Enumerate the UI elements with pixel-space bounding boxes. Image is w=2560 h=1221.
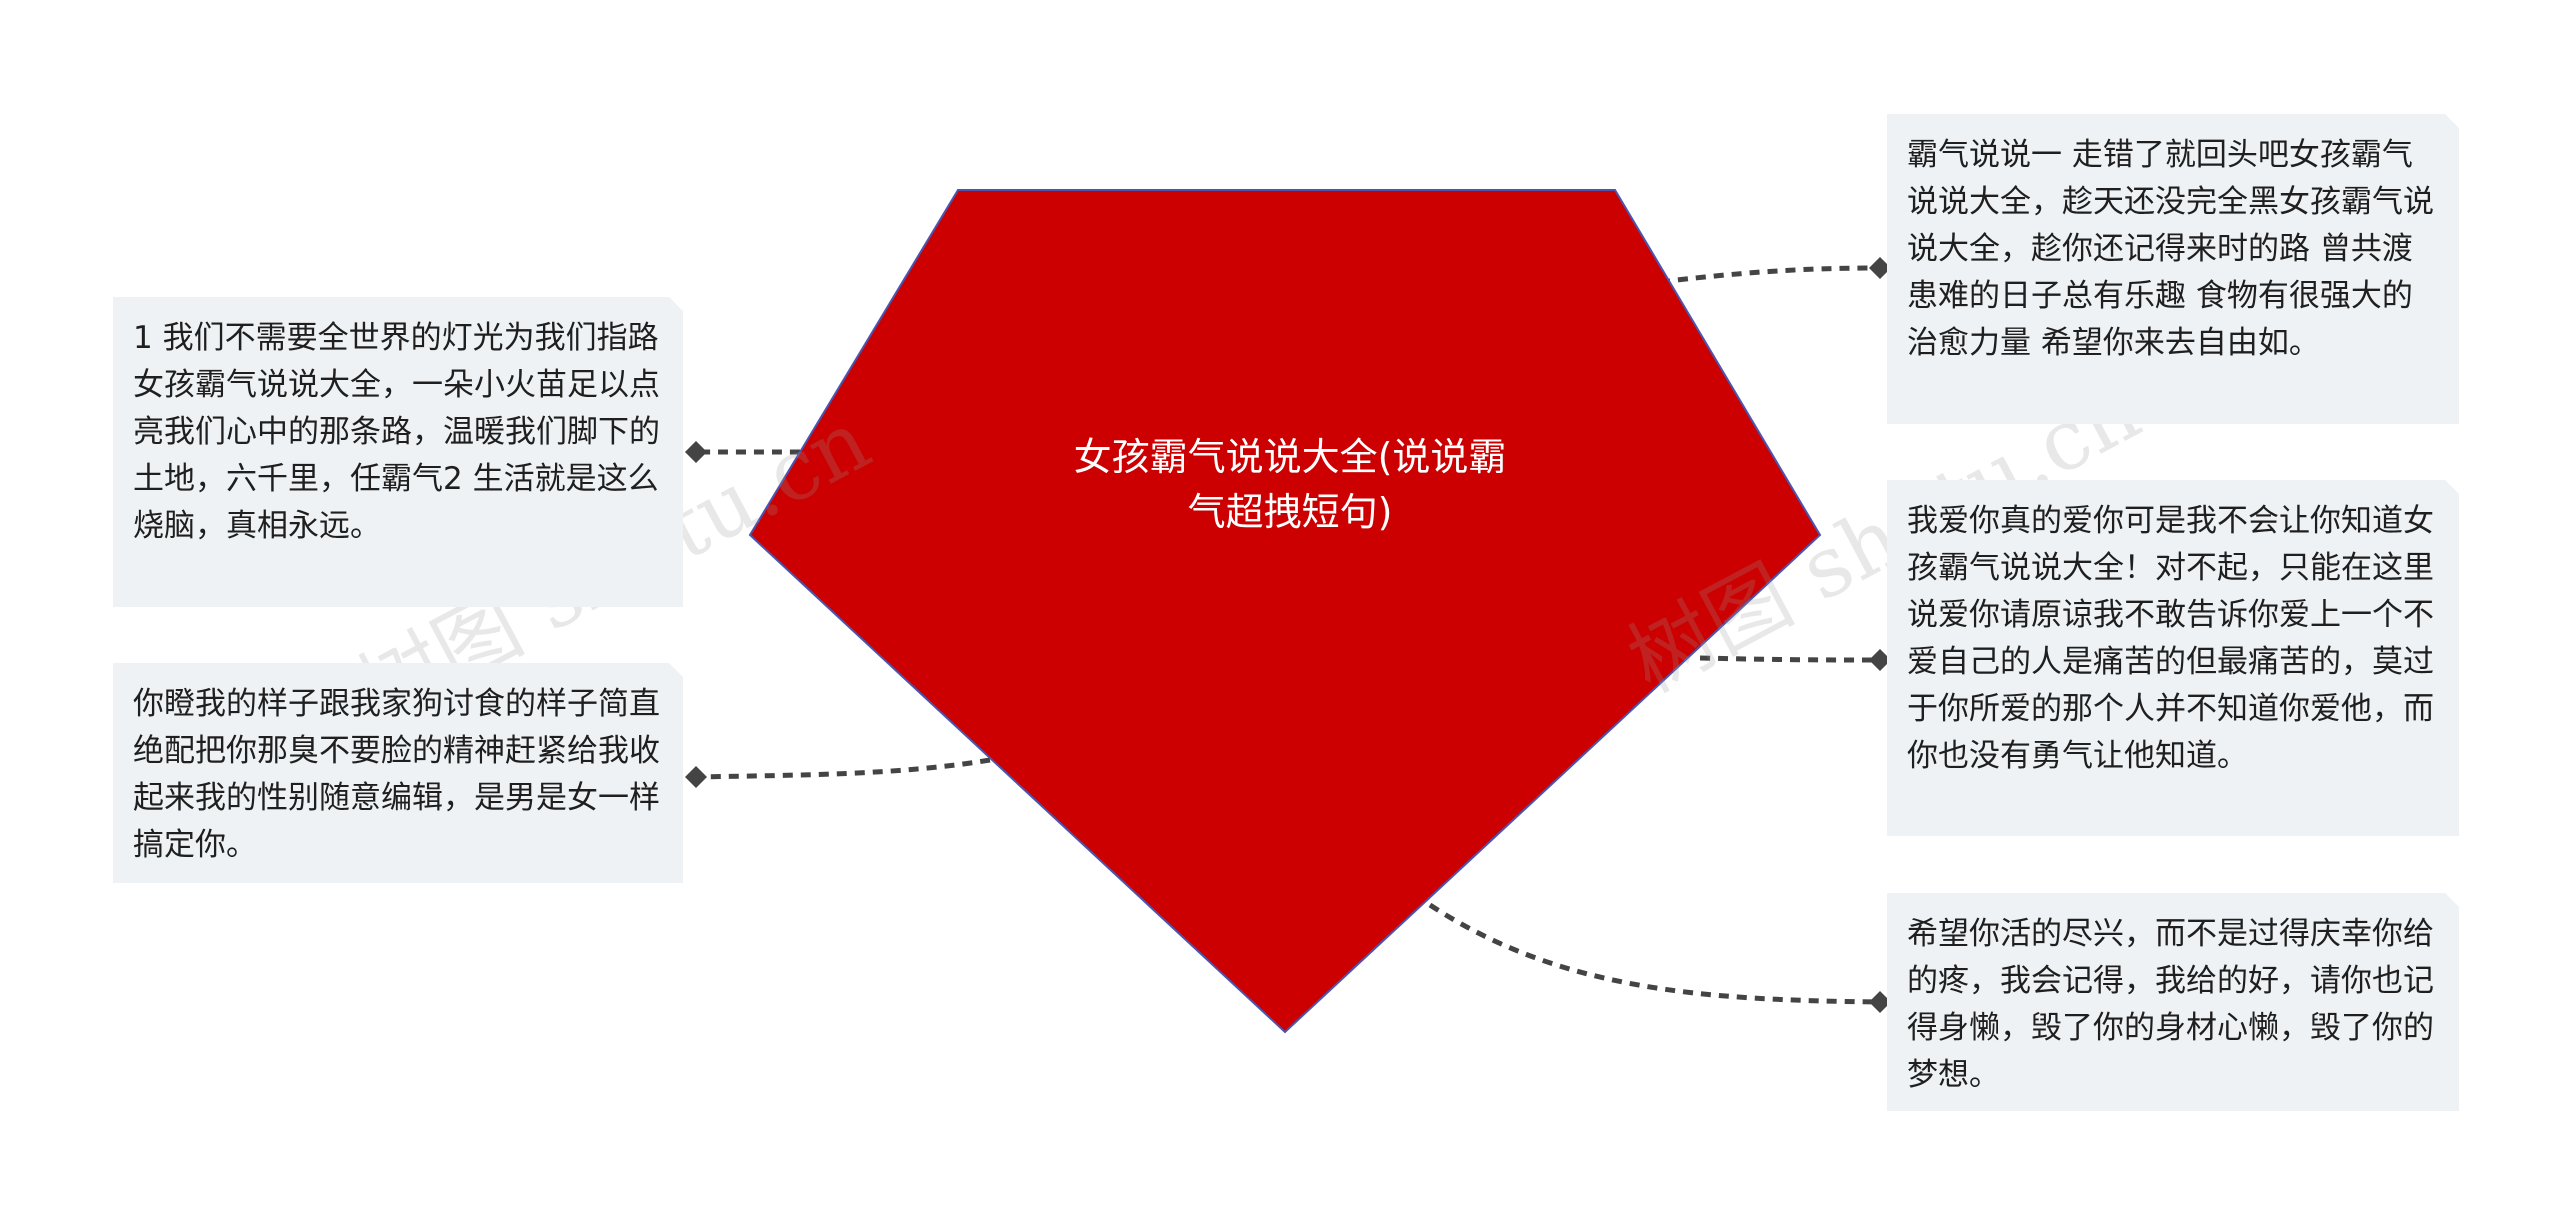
connector-dot-right-2 <box>1869 649 1891 671</box>
left-node-2-text: 你瞪我的样子跟我家狗讨食的样子简直绝配把你那臭不要脸的精神赶紧给我收起来我的性别… <box>133 686 660 863</box>
connector-dot-left-1 <box>685 441 707 463</box>
right-node-1[interactable]: 霸气说说一 走错了就回头吧女孩霸气说说大全，趁天还没完全黑女孩霸气说说大全，趁你… <box>1887 114 2459 424</box>
center-title-line2: 气超拽短句) <box>1187 490 1393 534</box>
right-node-1-text: 霸气说说一 走错了就回头吧女孩霸气说说大全，趁天还没完全黑女孩霸气说说大全，趁你… <box>1907 137 2434 361</box>
center-topic-title: 女孩霸气说说大全(说说霸 气超拽短句) <box>990 430 1590 560</box>
connector-right-2 <box>1699 655 1881 663</box>
connector-right-1 <box>1659 265 1881 285</box>
connector-dot-right-3 <box>1869 991 1891 1013</box>
connector-dot-left-2 <box>685 766 707 788</box>
left-node-1[interactable]: 1 我们不需要全世界的灯光为我们指路女孩霸气说说大全，一朵小火苗足以点亮我们心中… <box>113 297 683 607</box>
left-node-2[interactable]: 你瞪我的样子跟我家狗讨食的样子简直绝配把你那臭不要脸的精神赶紧给我收起来我的性别… <box>113 663 683 883</box>
right-node-3-text: 希望你活的尽兴，而不是过得庆幸你给的疼，我会记得，我给的好，请你也记得身懒，毁了… <box>1907 916 2434 1093</box>
connector-left-2 <box>695 757 991 780</box>
right-node-2[interactable]: 我爱你真的爱你可是我不会让你知道女孩霸气说说大全！对不起，只能在这里说爱你请原谅… <box>1887 480 2459 836</box>
right-node-2-text: 我爱你真的爱你可是我不会让你知道女孩霸气说说大全！对不起，只能在这里说爱你请原谅… <box>1907 503 2434 774</box>
connector-dot-right-1 <box>1869 257 1891 279</box>
connector-right-3 <box>1428 902 1881 1005</box>
left-node-1-text: 1 我们不需要全世界的灯光为我们指路女孩霸气说说大全，一朵小火苗足以点亮我们心中… <box>133 320 660 544</box>
center-topic-shape[interactable] <box>748 189 1822 1034</box>
center-title-line1: 女孩霸气说说大全(说说霸 <box>1073 435 1507 479</box>
right-node-3[interactable]: 希望你活的尽兴，而不是过得庆幸你给的疼，我会记得，我给的好，请你也记得身懒，毁了… <box>1887 893 2459 1111</box>
